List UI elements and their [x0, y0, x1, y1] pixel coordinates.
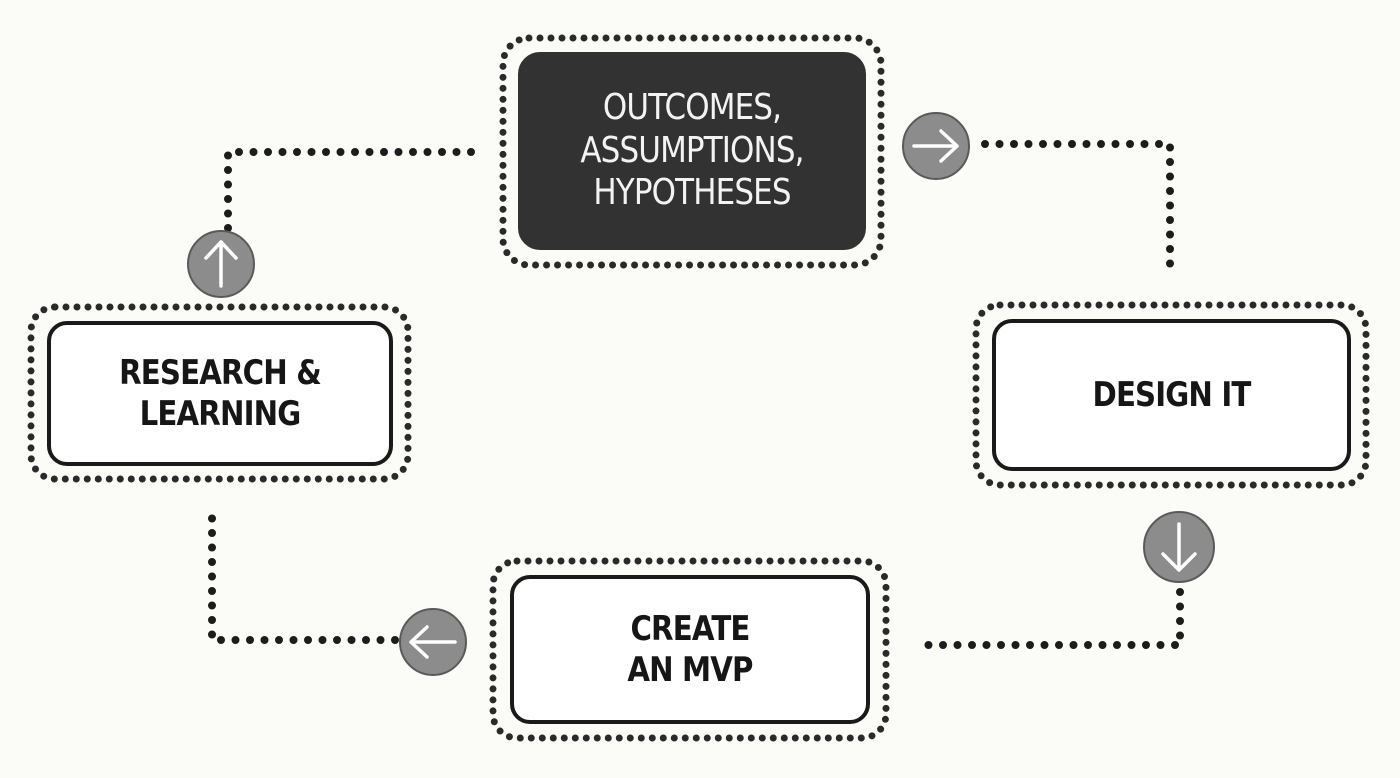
connector-outcomes-to-design	[981, 140, 1174, 282]
node-design	[972, 301, 1370, 489]
node-mvp-box	[510, 575, 870, 724]
node-outcomes-label: OUTCOMES, ASSUMPTIONS, HYPOTHESES	[544, 54, 840, 248]
arrow-down-icon	[1143, 511, 1215, 583]
connector-design-to-mvp	[914, 588, 1184, 649]
arrow-left-icon	[399, 608, 467, 676]
node-outcomes-box	[518, 52, 866, 250]
node-outcomes-line-3: HYPOTHESES	[593, 172, 791, 214]
node-outcomes-line-1: OUTCOMES,	[602, 87, 782, 129]
node-research-label: RESEARCH & LEARNING	[73, 323, 367, 464]
node-mvp-halo	[489, 557, 890, 742]
node-mvp-line-2: AN MVP	[627, 649, 753, 690]
node-research-box	[47, 321, 393, 466]
arrow-up-icon	[187, 230, 255, 298]
node-outcomes-line-2: ASSUMPTIONS,	[580, 129, 804, 171]
node-design-box	[992, 319, 1351, 471]
arrow-right-icon	[902, 112, 970, 180]
connector-mvp-to-research	[208, 504, 399, 644]
node-research-line-1: RESEARCH &	[119, 352, 322, 393]
node-research	[27, 303, 412, 483]
node-outcomes-halo	[499, 34, 885, 269]
node-design-label: DESIGN IT	[1019, 321, 1324, 469]
node-design-line-1: DESIGN IT	[1092, 374, 1252, 415]
node-mvp-label: CREATE AN MVP	[537, 577, 843, 722]
node-research-line-2: LEARNING	[139, 393, 302, 434]
connector-research-to-outcomes	[224, 148, 482, 232]
node-mvp-line-1: CREATE	[630, 608, 750, 649]
node-mvp	[489, 557, 890, 742]
node-outcomes	[499, 34, 885, 269]
node-research-halo	[27, 303, 412, 483]
